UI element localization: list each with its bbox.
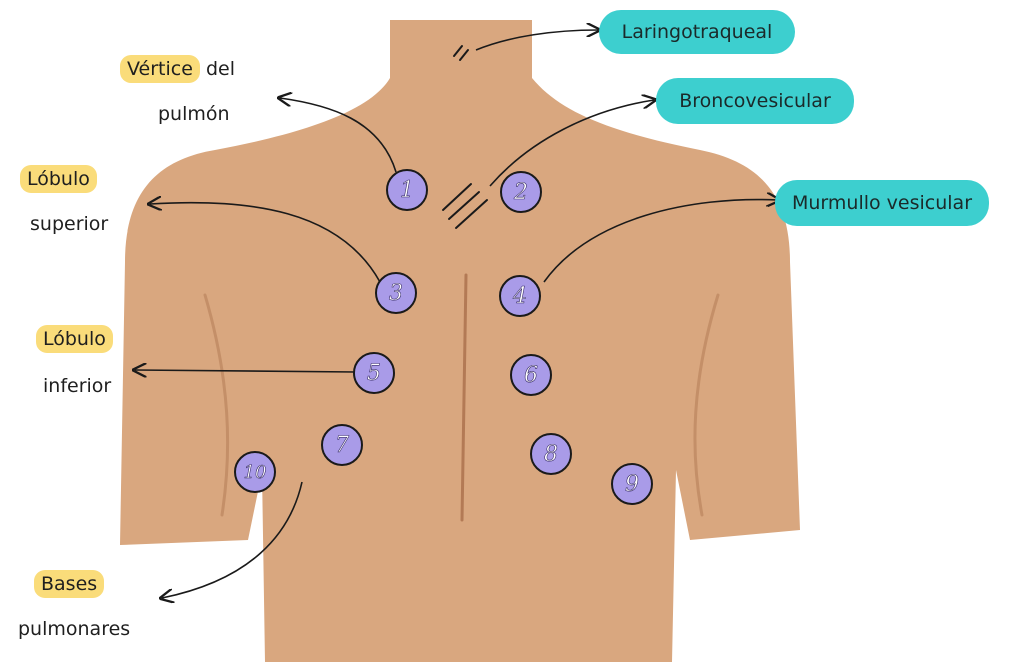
label-vertice-line2: pulmón (158, 105, 230, 124)
label-bases: Bases (34, 575, 104, 594)
point-number-3: 3 (389, 281, 403, 306)
point-number-2: 2 (513, 180, 528, 205)
label-lobulo-inferior: Lóbulo (36, 330, 113, 349)
label-lobulo-superior-highlight: Lóbulo (20, 165, 97, 193)
point-1: 1 (387, 170, 427, 210)
label-lobulo-superior-line2: superior (30, 215, 108, 234)
point-2: 2 (501, 172, 541, 212)
point-7: 7 (322, 425, 362, 465)
point-number-4: 4 (512, 284, 527, 309)
point-6: 6 (511, 355, 551, 395)
point-number-5: 5 (367, 361, 381, 386)
point-number-10: 10 (244, 462, 267, 483)
label-bases-line2: pulmonares (18, 620, 130, 639)
pill-laringotraqueal: Laringotraqueal (599, 10, 795, 54)
point-number-9: 9 (625, 472, 639, 497)
point-number-6: 6 (524, 363, 538, 388)
label-vertice-highlight: Vértice (120, 55, 200, 83)
label-bases-highlight: Bases (34, 570, 104, 598)
label-lobulo-inferior-highlight: Lóbulo (36, 325, 113, 353)
label-lobulo-superior: Lóbulo (20, 170, 97, 189)
point-number-1: 1 (400, 178, 414, 203)
label-vertice-rest: del (206, 58, 235, 80)
point-5: 5 (354, 353, 394, 393)
point-8: 8 (531, 434, 571, 474)
point-3: 3 (376, 273, 416, 313)
point-4: 4 (500, 276, 540, 316)
label-vertice: Vértice del (120, 60, 235, 79)
point-9: 9 (612, 464, 652, 504)
pill-murmullo-vesicular: Murmullo vesicular (775, 180, 989, 226)
point-10: 10 (235, 452, 275, 492)
point-number-8: 8 (544, 442, 558, 467)
pill-broncovesicular: Broncovesicular (656, 78, 854, 124)
point-number-7: 7 (335, 433, 349, 458)
label-lobulo-inferior-line2: inferior (43, 377, 111, 396)
